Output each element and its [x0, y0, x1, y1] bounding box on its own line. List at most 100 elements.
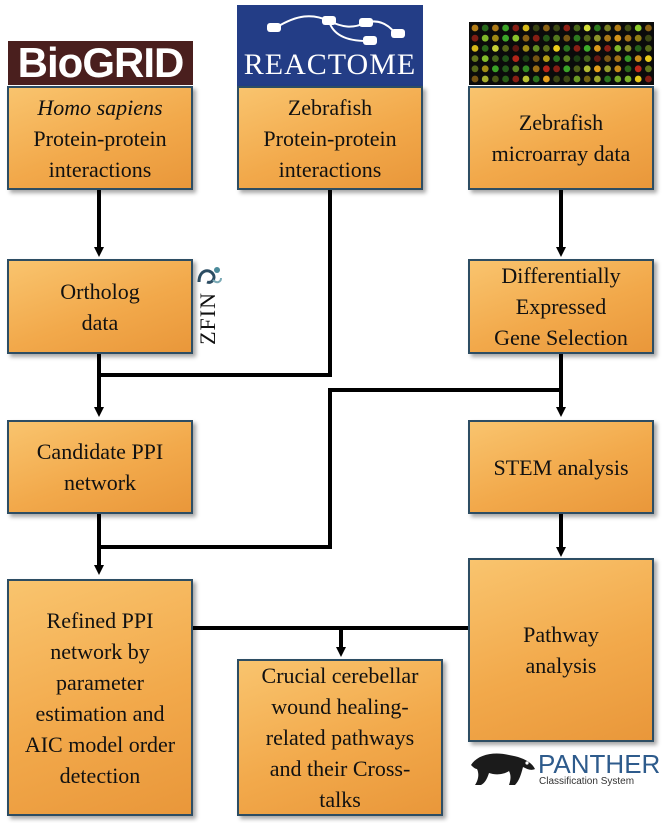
box-line: parameter: [56, 669, 144, 695]
microarray-image: [469, 22, 654, 85]
biogrid-logo: BioGRID: [8, 41, 193, 85]
box-line: and their Cross-: [269, 756, 411, 781]
microarray-spot: [624, 45, 632, 52]
box-line: network by: [50, 638, 150, 664]
microarray-spot: [522, 55, 530, 62]
microarray-spot: [563, 55, 571, 62]
microarray-spot: [532, 65, 540, 73]
microarray-spot: [492, 24, 499, 32]
microarray-spot: [481, 65, 489, 73]
microarray-spot: [532, 45, 540, 52]
microarray-spot: [553, 65, 560, 73]
box-line: Gene Selection: [494, 325, 628, 350]
microarray-spot: [614, 24, 622, 32]
microarray-spot: [502, 34, 509, 42]
candidate-ppi-network-box: Candidate PPI network: [7, 420, 193, 514]
microarray-spot: [573, 45, 581, 52]
microarray-spot: [543, 24, 550, 32]
box-line: estimation and: [35, 700, 165, 726]
microarray-spot: [634, 65, 642, 73]
microarray-spot: [563, 45, 571, 52]
microarray-spot: [604, 45, 611, 52]
microarray-spot: [583, 34, 591, 42]
microarray-spot: [645, 34, 652, 42]
microarray-spot: [634, 24, 642, 32]
microarray-spot: [471, 75, 479, 83]
microarray-spot: [502, 75, 509, 83]
microarray-spot: [645, 55, 652, 62]
microarray-spot: [502, 65, 509, 73]
microarray-spot: [573, 24, 581, 32]
microarray-spot: [543, 55, 550, 62]
box-line: detection: [59, 762, 141, 788]
microarray-spot: [614, 45, 622, 52]
microarray-spot: [553, 45, 560, 52]
microarray-spot: [512, 65, 520, 73]
microarray-spot: [481, 75, 489, 83]
microarray-spot: [471, 45, 479, 52]
box-line: interactions: [278, 156, 382, 182]
microarray-spot: [645, 24, 652, 32]
panther-icon: [471, 753, 535, 785]
box-line: Candidate PPI: [36, 439, 164, 464]
microarray-spot: [563, 65, 571, 73]
microarray-spot: [543, 75, 550, 83]
homo-sapiens-ppi-box: Homo sapiens Protein-protein interaction…: [7, 86, 193, 190]
box-line: data: [81, 309, 119, 335]
microarray-spot: [594, 65, 601, 73]
microarray-spot: [573, 65, 581, 73]
box-line: Protein-protein: [33, 125, 167, 151]
microarray-spot: [532, 24, 540, 32]
microarray-spot: [543, 65, 550, 73]
stem-analysis-box: STEM analysis: [468, 420, 654, 514]
reactome-logo: REACTOME: [237, 5, 423, 86]
box-line: Differentially: [501, 263, 621, 288]
microarray-spot: [471, 65, 479, 73]
microarray-spot: [604, 75, 611, 83]
microarray-spots: [471, 24, 652, 83]
microarray-spot: [614, 75, 622, 83]
panther-subtitle: Classification System: [539, 776, 635, 787]
microarray-spot: [645, 65, 652, 73]
microarray-spot: [481, 34, 489, 42]
microarray-spot: [532, 34, 540, 42]
microarray-spot: [634, 55, 642, 62]
box-line: AIC model order: [24, 731, 176, 757]
microarray-spot: [573, 55, 581, 62]
microarray-spot: [553, 34, 560, 42]
box-line: related pathways: [265, 725, 415, 750]
microarray-spot: [492, 55, 499, 62]
microarray-spot: [634, 45, 642, 52]
microarray-spot: [624, 24, 632, 32]
microarray-spot: [604, 65, 611, 73]
microarray-spot: [532, 55, 540, 62]
differentially-expressed-gene-box: Differentially Expressed Gene Selection: [468, 259, 654, 354]
microarray-spot: [594, 55, 601, 62]
microarray-spot: [583, 75, 591, 83]
microarray-spot: [604, 34, 611, 42]
microarray-spot: [522, 34, 530, 42]
refined-ppi-network-box: Refined PPI network by parameter estimat…: [7, 579, 193, 816]
microarray-spot: [481, 45, 489, 52]
box-line: Homo sapiens: [37, 94, 163, 120]
microarray-spot: [645, 75, 652, 83]
box-line: Expressed: [515, 294, 607, 319]
box-line: Zebrafish: [287, 94, 373, 120]
microarray-spot: [563, 24, 571, 32]
microarray-spot: [512, 34, 520, 42]
microarray-spot: [594, 24, 601, 32]
line-zebrafish-ppi-merge: [99, 190, 332, 377]
zebrafish-microarray-box: Zebrafish microarray data: [468, 86, 654, 190]
microarray-spot: [502, 45, 509, 52]
microarray-spot: [594, 45, 601, 52]
reactome-network-graphic: [267, 15, 405, 45]
box-line: Ortholog: [60, 278, 140, 304]
box-line: network: [63, 470, 137, 495]
line-degs-to-refined: [99, 388, 561, 549]
microarray-spot: [634, 34, 642, 42]
microarray-spot: [481, 24, 489, 32]
microarray-spot: [634, 75, 642, 83]
microarray-spot: [512, 45, 520, 52]
microarray-spot: [573, 34, 581, 42]
